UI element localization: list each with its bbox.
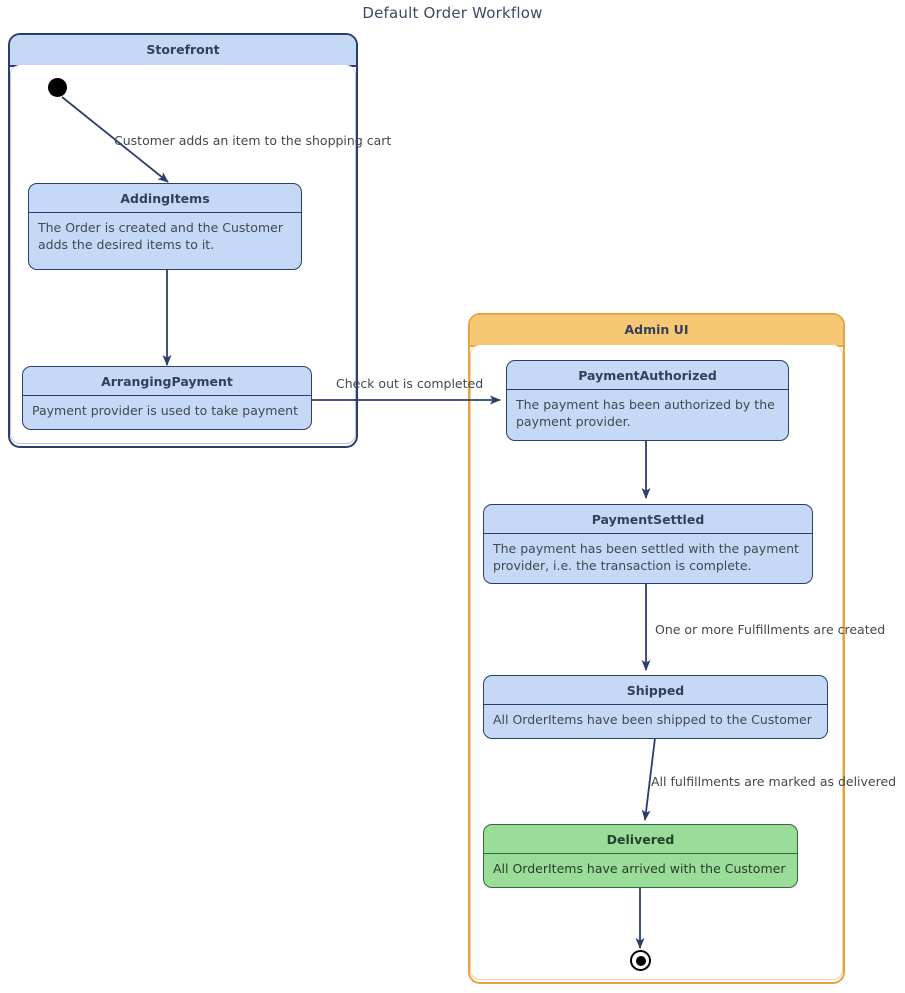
state-payment-authorized-description: The payment has been authorized by the p…: [516, 397, 775, 429]
state-arranging-payment-name: ArrangingPayment: [23, 367, 311, 396]
state-arranging-payment-description: Payment provider is used to take payment: [32, 403, 298, 418]
state-shipped-description: All OrderItems have been shipped to the …: [493, 712, 812, 727]
state-adding-items[interactable]: AddingItems The Order is created and the…: [28, 183, 302, 270]
state-delivered-name: Delivered: [484, 825, 797, 854]
state-adding-items-name: AddingItems: [29, 184, 301, 213]
state-arranging-payment[interactable]: ArrangingPayment Payment provider is use…: [22, 366, 312, 430]
transition-label-fulfillments-delivered: All fulfillments are marked as delivered: [651, 774, 897, 789]
region-adminui-label: Admin UI: [470, 315, 843, 347]
state-shipped-name: Shipped: [484, 676, 827, 705]
final-state-node: [630, 950, 651, 971]
state-payment-settled-description: The payment has been settled with the pa…: [493, 541, 799, 573]
transition-label-customer-adds-item: Customer adds an item to the shopping ca…: [114, 133, 392, 148]
state-delivered-description: All OrderItems have arrived with the Cus…: [493, 861, 786, 876]
transition-label-check-out-completed: Check out is completed: [336, 376, 484, 391]
state-shipped[interactable]: Shipped All OrderItems have been shipped…: [483, 675, 828, 739]
region-storefront-label: Storefront: [10, 35, 356, 67]
initial-state-node: [48, 78, 67, 97]
state-delivered[interactable]: Delivered All OrderItems have arrived wi…: [483, 824, 798, 888]
state-payment-authorized-name: PaymentAuthorized: [507, 361, 788, 390]
state-adding-items-description: The Order is created and the Customer ad…: [38, 220, 283, 252]
transition-label-fulfillments-created: One or more Fulfillments are created: [655, 622, 886, 637]
diagram-title: Default Order Workflow: [362, 4, 543, 22]
state-payment-settled[interactable]: PaymentSettled The payment has been sett…: [483, 504, 813, 584]
state-payment-settled-name: PaymentSettled: [484, 505, 812, 534]
state-payment-authorized[interactable]: PaymentAuthorized The payment has been a…: [506, 360, 789, 441]
